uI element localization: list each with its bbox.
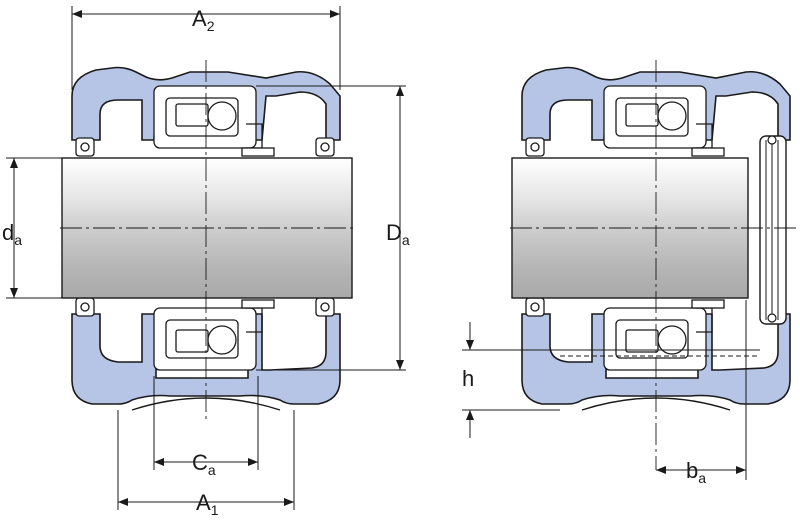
housing-top-right (521, 66, 791, 141)
label-A2: A2 (192, 6, 215, 34)
bearing-top-left (153, 85, 275, 157)
right-section-view (510, 60, 800, 470)
bearing-bottom-left (153, 299, 275, 371)
seal-top-left-outer (75, 137, 95, 157)
label-Ca: Ca (192, 450, 216, 478)
label-Da: Da (386, 220, 410, 248)
label-h: h (462, 366, 474, 391)
end-cover-right (759, 135, 787, 325)
bearing-top-right (603, 85, 725, 157)
housing-bottom-right (521, 313, 791, 405)
dimension-lines (6, 6, 747, 510)
seal-bottom-right (525, 297, 545, 317)
seal-bottom-left-inner (315, 297, 335, 317)
seal-top-right (525, 137, 545, 157)
label-da: da (2, 220, 22, 248)
left-section-view (60, 60, 356, 420)
housing-bottom-left (71, 313, 341, 405)
bearing-bottom-right (603, 299, 725, 371)
seal-bottom-left-outer (75, 297, 95, 317)
label-ba: ba (686, 458, 706, 486)
seal-top-left-inner (315, 137, 335, 157)
label-A1: A1 (196, 490, 219, 518)
